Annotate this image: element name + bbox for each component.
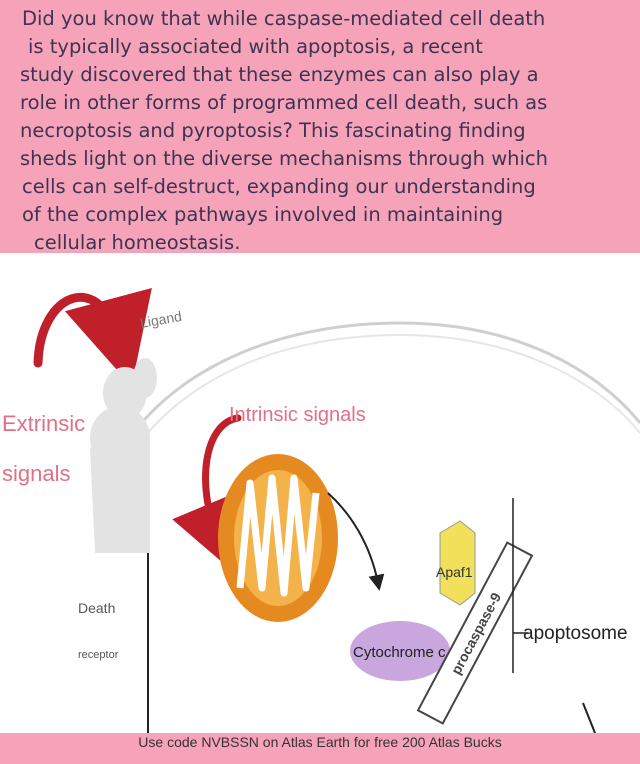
caption-banner: Did you know that while caspase-mediated… bbox=[0, 0, 640, 254]
cell-membrane bbox=[98, 321, 640, 494]
ligand-label: Ligand bbox=[139, 308, 183, 331]
promo-text: Use code NVBSSN on Atlas Earth for free … bbox=[138, 734, 502, 750]
footer-banner: Use code NVBSSN on Atlas Earth for free … bbox=[0, 733, 640, 764]
caption-line: cellular homeostasis. bbox=[34, 231, 241, 254]
cytochrome-label: Cytochrome c bbox=[353, 644, 446, 661]
death-receptor-label: Death bbox=[78, 600, 115, 616]
caption-line: Did you know that while caspase-mediated… bbox=[22, 7, 546, 30]
extrinsic-label: Extrinsic bbox=[2, 411, 85, 436]
apaf1 bbox=[439, 520, 476, 606]
caption-line: study discovered that these enzymes can … bbox=[20, 63, 539, 86]
intrinsic-label: Intrinsic signals bbox=[229, 404, 366, 426]
caption-line: necroptosis and pyroptosis? This fascina… bbox=[20, 119, 526, 142]
apaf1-label: Apaf1 bbox=[436, 564, 473, 580]
extrinsic-arrow bbox=[33, 287, 152, 387]
caption-line: role in other forms of programmed cell d… bbox=[20, 91, 548, 114]
caption-line: cells can self-destruct, expanding our u… bbox=[22, 175, 536, 198]
mitochondrion bbox=[218, 454, 338, 622]
cytochrome-c bbox=[350, 621, 450, 681]
apoptosis-diagram: procaspase-9 Ligand Extrinsic signals In… bbox=[2, 287, 640, 733]
extrinsic-label-line2: signals bbox=[2, 461, 70, 486]
apoptosome-label: apoptosome bbox=[523, 623, 628, 644]
caption-line: sheds light on the diverse mechanisms th… bbox=[20, 147, 548, 170]
caption-line: is typically associated with apoptosis, … bbox=[28, 35, 483, 58]
death-receptor bbox=[90, 358, 157, 553]
caption-line: of the complex pathways involved in main… bbox=[22, 203, 504, 226]
death-receptor-label-line2: receptor bbox=[78, 649, 119, 661]
intrinsic-arrow bbox=[172, 414, 242, 571]
